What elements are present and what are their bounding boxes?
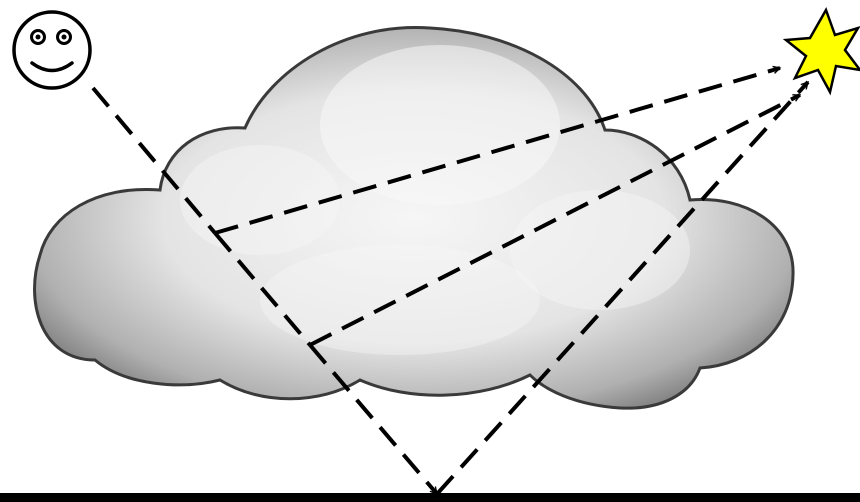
star-burst-icon	[782, 7, 860, 96]
observer-path-segment	[91, 86, 217, 235]
light-paths	[91, 68, 810, 496]
observer-path-segment	[213, 231, 312, 347]
scattered-ray	[309, 93, 800, 347]
ground-line	[0, 493, 860, 502]
cloud-highlight	[180, 145, 340, 255]
cloud	[33, 25, 795, 410]
cloud-highlight	[320, 45, 560, 205]
scattered-ray	[214, 68, 780, 235]
cloud-outline	[33, 25, 795, 410]
mouth	[30, 61, 74, 73]
reflected-ray	[435, 80, 810, 496]
smiley-face-icon	[12, 10, 92, 90]
observer-path-segment	[308, 343, 439, 496]
cloud-highlight	[260, 245, 540, 355]
